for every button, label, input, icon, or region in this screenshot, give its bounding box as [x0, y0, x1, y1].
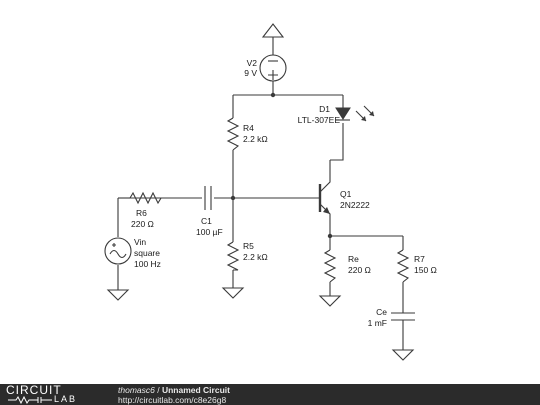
c1-ref-label: C1 — [201, 216, 212, 226]
node-dot — [270, 92, 276, 98]
ground-icon — [318, 295, 342, 307]
r4-value-label: 2.2 kΩ — [243, 134, 268, 144]
q1-value-label: 2N2222 — [340, 200, 370, 210]
supply-arrow-icon — [261, 23, 285, 38]
light-emission-icon — [355, 105, 375, 122]
r6-value-label: 220 Ω — [131, 219, 154, 229]
r7-value-label: 150 Ω — [414, 265, 437, 275]
vin-freq-label: 100 Hz — [134, 259, 161, 269]
r5-value-label: 2.2 kΩ — [243, 252, 268, 262]
logo-bottom-text: LAB — [54, 394, 78, 404]
circuit-title-line: thomasc6 / Unnamed Circuit — [118, 385, 230, 395]
sine-wave-icon — [109, 249, 127, 259]
circuit-symbol-icon — [8, 396, 52, 404]
node-dot — [230, 195, 236, 201]
ce-capacitor[interactable] — [391, 312, 415, 321]
v2-source[interactable] — [259, 54, 287, 82]
d1-ref-label: D1 — [319, 104, 330, 114]
logo-top-text: CIRCUIT — [6, 383, 62, 397]
vin-ref-label: Vin — [134, 237, 146, 247]
r4-resistor[interactable] — [226, 117, 240, 151]
r6-resistor[interactable] — [129, 191, 162, 205]
v2-ref-label: V2 — [247, 58, 258, 68]
circuit-url[interactable]: http://circuitlab.com/c8e26g8 — [118, 395, 227, 405]
r5-resistor[interactable] — [226, 241, 240, 271]
re-resistor[interactable] — [323, 249, 337, 283]
c1-value-label: 100 µF — [196, 227, 223, 237]
circuitlab-logo[interactable]: CIRCUIT LAB — [6, 384, 106, 405]
footer-bar: CIRCUIT LAB thomasc6 / Unnamed Circuit h… — [0, 384, 540, 405]
ce-value-label: 1 mF — [368, 318, 387, 328]
vin-wave-label: square — [134, 248, 160, 258]
ground-icon — [106, 289, 130, 301]
title-separator: / — [154, 385, 162, 395]
re-value-label: 220 Ω — [348, 265, 371, 275]
circuit-title: Unnamed Circuit — [161, 385, 230, 395]
vin-source[interactable] — [104, 237, 132, 265]
c1-capacitor[interactable] — [204, 186, 212, 210]
q1-ref-label: Q1 — [340, 189, 352, 199]
q1-transistor[interactable] — [318, 160, 331, 220]
r7-resistor[interactable] — [396, 249, 410, 283]
v2-value-label: 9 V — [244, 68, 257, 78]
circuit-schematic: V2 9 V D1 LTL-307EE R4 2.2 kΩ Q1 2N2222 … — [104, 23, 437, 361]
ground-icon — [221, 287, 245, 299]
r4-ref-label: R4 — [243, 123, 254, 133]
re-ref-label: Re — [348, 254, 359, 264]
ground-icon — [391, 349, 415, 361]
r5-ref-label: R5 — [243, 241, 254, 251]
author-name[interactable]: thomasc6 — [118, 385, 155, 395]
ce-ref-label: Ce — [376, 307, 387, 317]
r6-ref-label: R6 — [136, 208, 147, 218]
r7-ref-label: R7 — [414, 254, 425, 264]
node-dot — [327, 233, 333, 239]
wires — [117, 37, 404, 350]
d1-value-label: LTL-307EE — [298, 115, 341, 125]
d1-led[interactable] — [335, 105, 375, 122]
